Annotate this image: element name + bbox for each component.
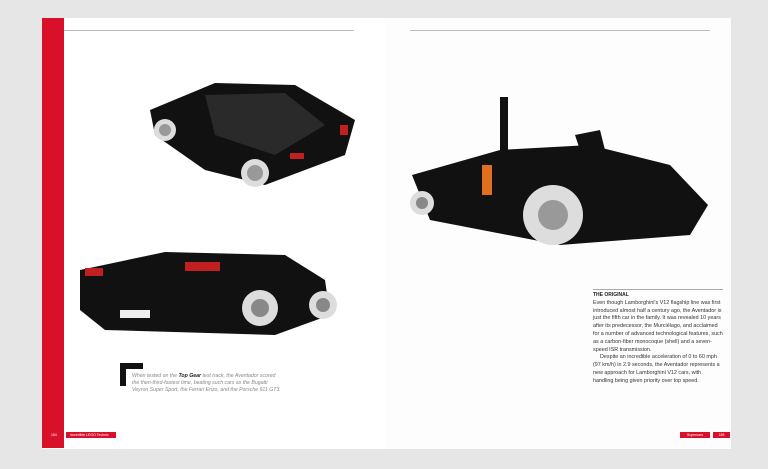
right-running-footer: Supercars <box>680 432 710 438</box>
body-paragraph: Even though Lamborghini's V12 flagship l… <box>593 299 723 353</box>
section-heading: THE ORIGINAL <box>593 289 723 300</box>
left-page-number: 184 <box>47 432 61 438</box>
car-photo-top-view <box>150 83 355 187</box>
left-top-rule <box>64 30 354 31</box>
car-photo-front-doors-open <box>410 97 708 245</box>
photo-caption: When tested on the Top Gear test track, … <box>132 373 281 393</box>
right-page-number: 185 <box>713 432 730 438</box>
caption-corner-mark <box>120 363 143 386</box>
body-paragraph: Despite an incredible acceleration of 0 … <box>593 354 720 384</box>
car-photo-rear-view <box>80 252 337 335</box>
left-running-footer: Incredible LEGO Technic <box>66 432 116 438</box>
right-top-rule <box>410 30 710 31</box>
sidebar-text: THE ORIGINAL Even though Lamborghini's V… <box>593 289 723 386</box>
red-edge-stripe <box>42 18 64 448</box>
